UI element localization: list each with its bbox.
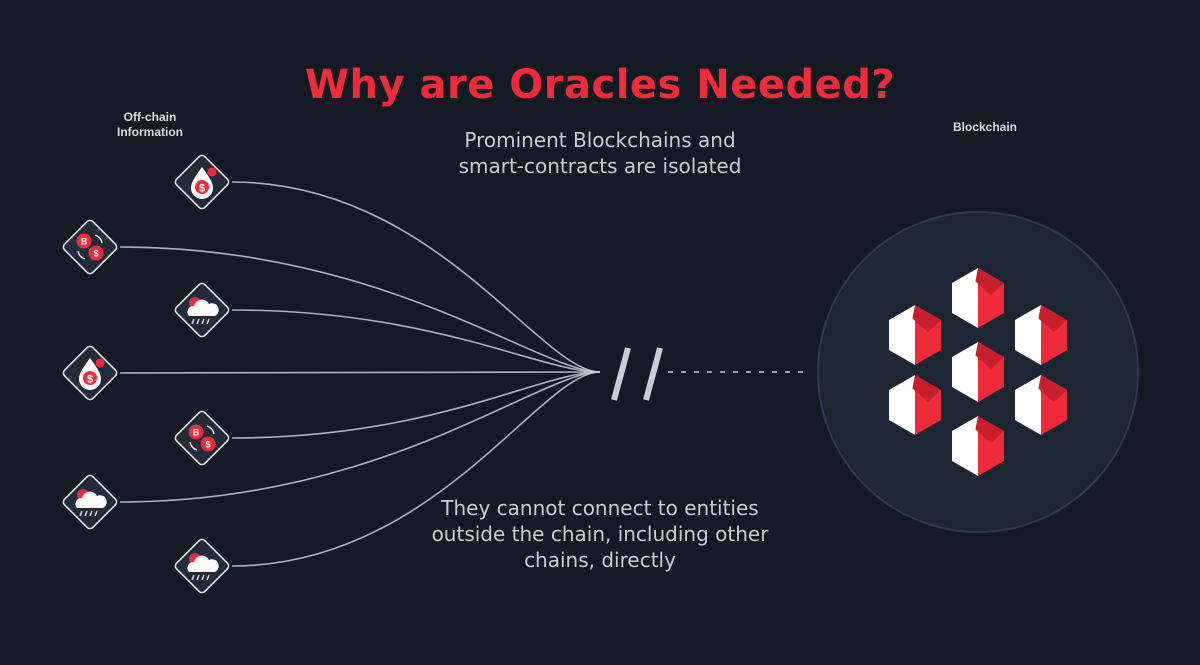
cloud-shape — [187, 555, 219, 572]
rain-drop — [206, 318, 210, 325]
rain-drop — [94, 510, 98, 517]
rain-drop — [206, 574, 210, 581]
caption-isolated: Prominent Blockchains and smart-contract… — [400, 127, 800, 179]
cloud-shape — [75, 491, 107, 508]
cube-face-shade — [975, 416, 1004, 443]
dollar-glyph: $ — [205, 440, 210, 450]
rain-drop — [191, 318, 195, 325]
dollar-glyph: $ — [87, 374, 93, 386]
caption-cannot-connect: They cannot connect to entities outside … — [400, 495, 800, 573]
bitcoin-glyph: B — [81, 237, 88, 247]
dollar-coin — [83, 371, 97, 385]
off-chain-label-line1: Off-chain — [123, 110, 177, 124]
cube-face-shade — [975, 268, 1004, 295]
break-slash-2 — [643, 347, 663, 401]
connection-line — [231, 371, 601, 567]
dollar-coin — [200, 436, 216, 452]
weather-cloud-icon — [174, 538, 230, 594]
block-cube — [889, 375, 941, 435]
block-cube — [1015, 305, 1067, 365]
exchange-arrow — [189, 441, 198, 451]
block-cube — [1015, 375, 1067, 435]
icon-diamond-frame — [62, 219, 118, 275]
caption-bottom-line2: outside the chain, including other — [431, 522, 769, 546]
rain-drop — [89, 510, 93, 517]
cube-face-shade — [912, 375, 941, 402]
cube-face-shade — [912, 305, 941, 332]
dollar-coin — [195, 180, 209, 194]
rain-drop — [191, 574, 195, 581]
exchange-arrow — [77, 250, 86, 260]
cube-face-light — [952, 268, 978, 328]
bitcoin-coin — [188, 424, 204, 440]
connection-line — [119, 371, 601, 374]
rain-drop — [84, 510, 88, 517]
connection-lines — [119, 181, 601, 567]
caption-bottom-line1: They cannot connect to entities — [441, 496, 759, 520]
cloud-shape — [187, 299, 219, 316]
dollar-coin — [88, 245, 104, 261]
cube-face-shade — [1038, 375, 1067, 402]
caption-bottom-line3: chains, directly — [524, 548, 676, 572]
weather-cloud-icon — [174, 282, 230, 338]
cube-face-light — [889, 305, 915, 365]
blockchain-node — [817, 211, 1139, 533]
accent-dot — [207, 167, 217, 177]
exchange-arrow — [94, 234, 103, 244]
connection-line — [231, 181, 601, 373]
dollar-glyph: $ — [93, 249, 98, 259]
accent-dot — [95, 358, 105, 368]
cube-face-light — [1015, 375, 1041, 435]
off-chain-label-line2: Information — [117, 125, 183, 139]
block-cube — [952, 416, 1004, 476]
caption-top-line2: smart-contracts are isolated — [458, 154, 742, 178]
block-cube — [952, 268, 1004, 328]
blockchain-label: Blockchain — [952, 120, 1018, 134]
connection-line — [231, 371, 601, 439]
cube-face-light — [889, 375, 915, 435]
block-cube — [889, 305, 941, 365]
cube-face-light — [952, 342, 978, 402]
broken-connection-mark — [611, 347, 805, 401]
caption-top-line1: Prominent Blockchains and — [464, 128, 736, 152]
cube-face-light — [1015, 305, 1041, 365]
off-chain-information-label: Off-chain Information — [80, 110, 220, 140]
cube-face-light — [952, 416, 978, 476]
rain-drop — [196, 318, 200, 325]
cube-face-shade — [975, 342, 1004, 369]
dollar-drop-icon: $ — [174, 154, 230, 210]
break-slash-1 — [611, 347, 631, 401]
weather-cloud-icon — [62, 474, 118, 530]
connection-line — [119, 246, 601, 373]
cube-face-shade — [1038, 305, 1067, 332]
exchange-arrow — [206, 425, 215, 435]
rain-drop — [196, 574, 200, 581]
slide-title: Why are Oracles Needed? — [304, 62, 896, 108]
rain-drop — [201, 574, 205, 581]
blockchain-cubes — [889, 268, 1067, 476]
connection-line — [231, 309, 601, 373]
block-cube — [952, 342, 1004, 402]
off-chain-icons: $B$$B$ — [62, 154, 230, 594]
dollar-drop-icon: $ — [62, 345, 118, 401]
rain-drop — [79, 510, 83, 517]
bitcoin-dollar-exchange-icon: B$ — [62, 219, 118, 275]
dollar-glyph: $ — [199, 183, 205, 195]
connection-line — [119, 371, 601, 503]
rain-drop — [201, 318, 205, 325]
bitcoin-coin — [76, 233, 92, 249]
bitcoin-dollar-exchange-icon: B$ — [174, 410, 230, 466]
bitcoin-glyph: B — [193, 428, 200, 438]
icon-diamond-frame — [174, 410, 230, 466]
